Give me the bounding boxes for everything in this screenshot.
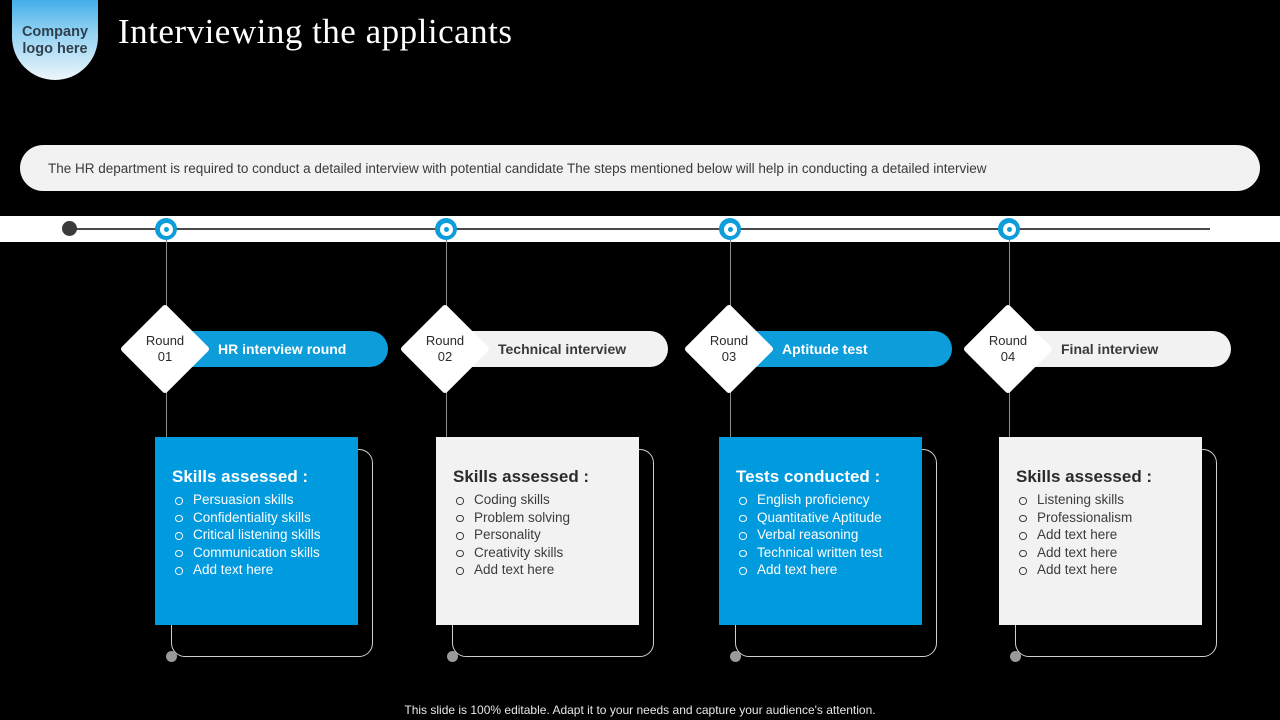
page-title: Interviewing the applicants — [118, 12, 513, 51]
round-pill-label: Technical interview — [498, 341, 627, 357]
list-item: Problem solving — [453, 509, 625, 527]
list-item: Confidentiality skills — [172, 509, 344, 527]
logo-line-2: logo here — [22, 41, 88, 57]
list-item: Communication skills — [172, 544, 344, 562]
list-item: Technical written test — [736, 544, 908, 562]
timeline-marker-dot — [163, 226, 169, 232]
round-pill-label: Final interview — [1061, 341, 1159, 357]
timeline-marker-round-03[interactable] — [719, 218, 741, 240]
timeline-axis-line — [70, 228, 1210, 230]
timeline-marker-dot — [1006, 226, 1012, 232]
round-diamond-03 — [683, 303, 775, 395]
connector-line-top-02 — [446, 240, 447, 317]
round-diamond-01 — [119, 303, 211, 395]
timeline-marker-ring — [1002, 222, 1016, 236]
list-item: Add text here — [736, 561, 908, 579]
list-item: Quantitative Aptitude — [736, 509, 908, 527]
round-pill-label: HR interview round — [218, 341, 347, 357]
round-diamond-04 — [962, 303, 1054, 395]
list-item: Listening skills — [1016, 491, 1188, 509]
timeline-marker-round-01[interactable] — [155, 218, 177, 240]
list-item: Coding skills — [453, 491, 625, 509]
list-item: Add text here — [1016, 526, 1188, 544]
card-heading: Skills assessed : — [453, 467, 590, 486]
description-text: The HR department is required to conduct… — [48, 160, 987, 176]
round-pill-04[interactable]: Final interview — [1016, 331, 1231, 367]
card-frame-dot — [166, 651, 177, 662]
timeline-marker-dot — [443, 226, 449, 232]
list-item: Creativity skills — [453, 544, 625, 562]
connector-line-bottom-04 — [1009, 381, 1010, 449]
timeline-marker-ring — [723, 222, 737, 236]
timeline-marker-ring — [439, 222, 453, 236]
list-item: Add text here — [172, 561, 344, 579]
timeline-marker-round-04[interactable] — [998, 218, 1020, 240]
timeline-start-dot — [62, 221, 77, 236]
card-frame-dot — [447, 651, 458, 662]
connector-line-bottom-01 — [166, 381, 167, 449]
connector-line-top-04 — [1009, 240, 1010, 317]
list-item: Professionalism — [1016, 509, 1188, 527]
connector-line-top-01 — [166, 240, 167, 317]
round-pill-label: Aptitude test — [782, 341, 868, 357]
list-item: Personality — [453, 526, 625, 544]
list-item: English proficiency — [736, 491, 908, 509]
connector-line-top-03 — [730, 240, 731, 317]
connector-line-bottom-02 — [446, 381, 447, 449]
list-item: Add text here — [1016, 544, 1188, 562]
card-heading: Tests conducted : — [736, 467, 881, 486]
round-diamond-02 — [399, 303, 491, 395]
list-item: Critical listening skills — [172, 526, 344, 544]
list-item: Add text here — [1016, 561, 1188, 579]
card-heading: Skills assessed : — [1016, 467, 1153, 486]
logo-line-1: Company — [21, 24, 89, 40]
list-item: Add text here — [453, 561, 625, 579]
connector-line-bottom-03 — [730, 381, 731, 449]
description-banner: The HR department is required to conduct… — [20, 145, 1260, 191]
company-logo-placeholder: Company logo here — [12, 0, 98, 80]
list-item: Verbal reasoning — [736, 526, 908, 544]
card-frame-dot — [730, 651, 741, 662]
card-heading: Skills assessed : — [172, 467, 309, 486]
list-item: Persuasion skills — [172, 491, 344, 509]
timeline-marker-ring — [159, 222, 173, 236]
footer-note: This slide is 100% editable. Adapt it to… — [404, 703, 876, 717]
card-frame-dot — [1010, 651, 1021, 662]
timeline-marker-dot — [727, 226, 733, 232]
round-pill-02[interactable]: Technical interview — [453, 331, 668, 367]
timeline-marker-round-02[interactable] — [435, 218, 457, 240]
